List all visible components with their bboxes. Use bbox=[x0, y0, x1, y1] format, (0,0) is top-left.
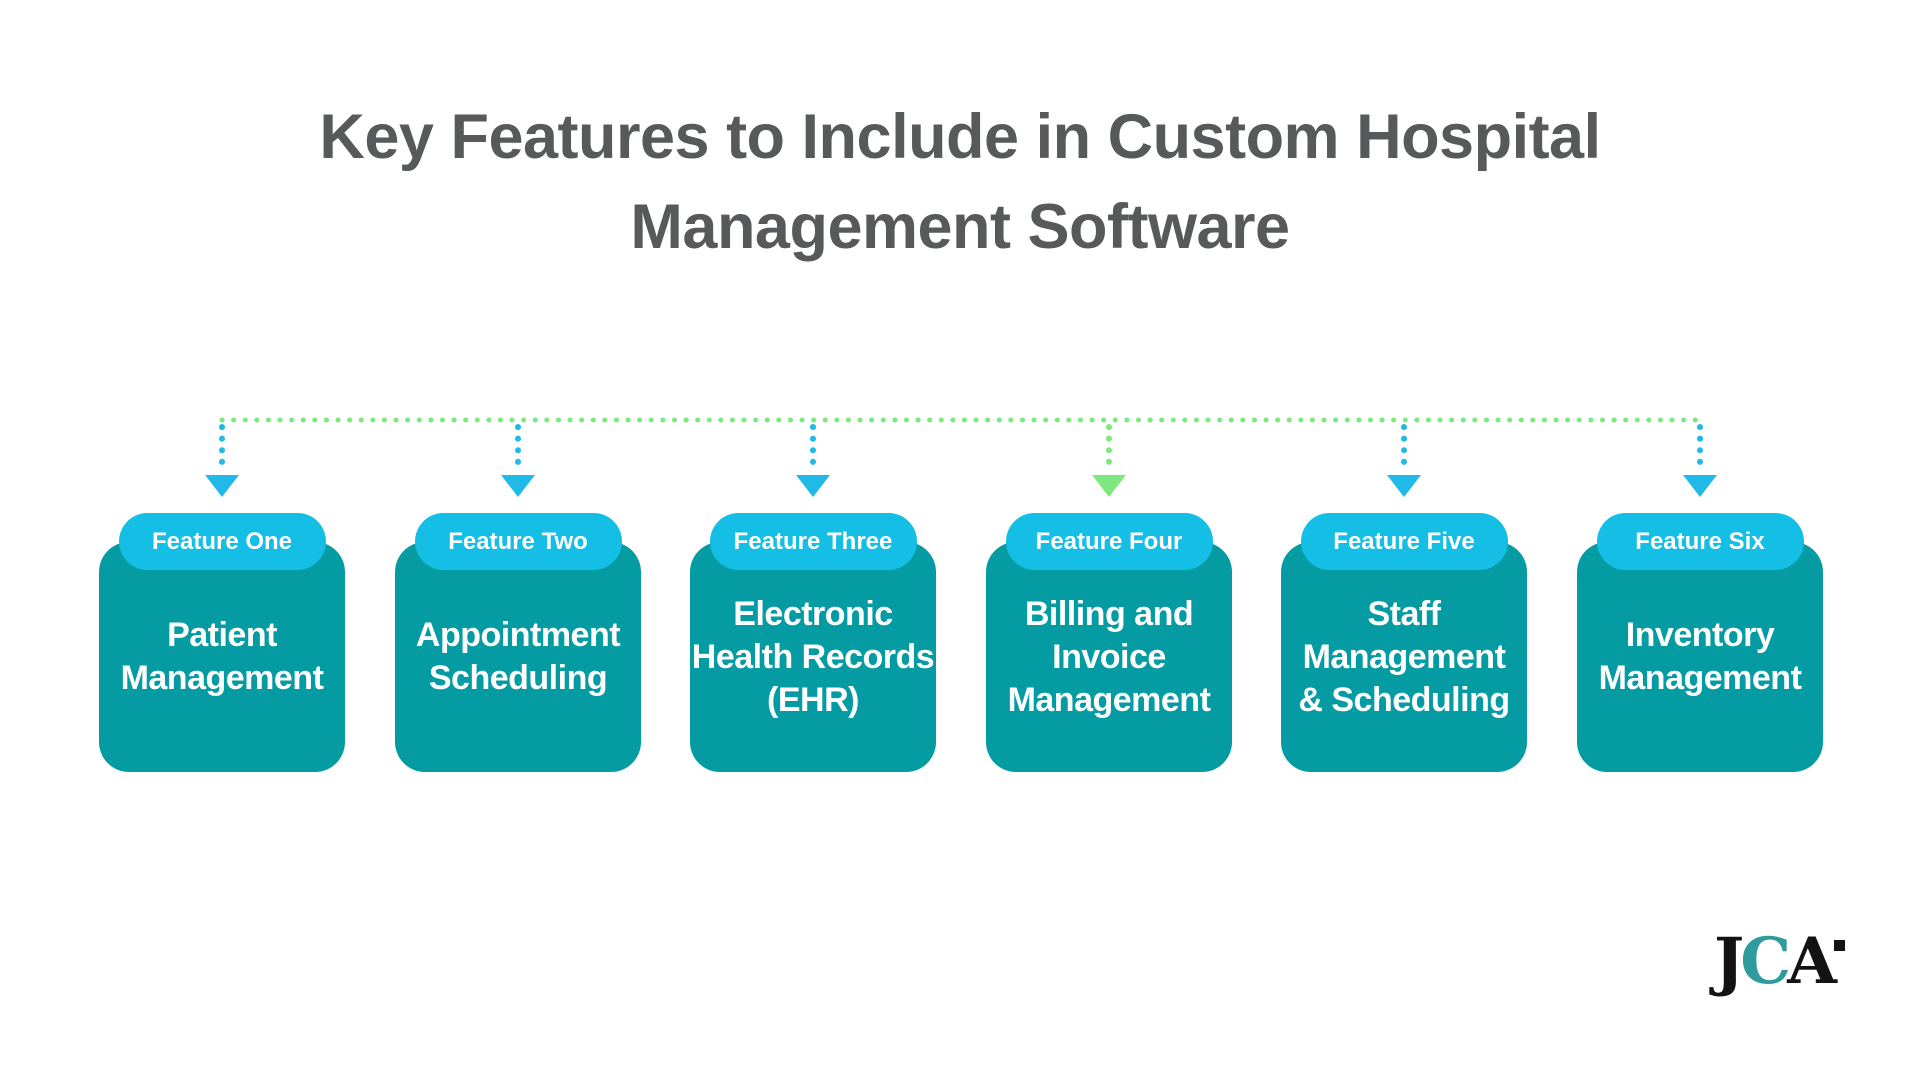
arrowhead-icon-4 bbox=[1092, 475, 1126, 497]
feature-title-6: Inventory Management bbox=[1598, 616, 1802, 697]
feature-badge-1: Feature One bbox=[118, 513, 326, 570]
feature-badge-2: Feature Two bbox=[414, 513, 622, 570]
feature-badge-4: Feature Four bbox=[1005, 513, 1213, 570]
arrowhead-icon-1 bbox=[205, 475, 239, 497]
feature-card-2: Feature Two Appointment Scheduling bbox=[395, 513, 641, 772]
feature-badge-5: Feature Five bbox=[1300, 513, 1508, 570]
feature-card-body-6: Inventory Management bbox=[1577, 542, 1823, 772]
page-title-line-1: Key Features to Include in Custom Hospit… bbox=[319, 102, 1601, 172]
arrowhead-icon-3 bbox=[796, 475, 830, 497]
feature-card-4: Feature Four Billing and Invoice Managem… bbox=[986, 513, 1232, 772]
feature-card-5: Feature Five Staff Management & Scheduli… bbox=[1281, 513, 1527, 772]
feature-title-3: Electronic Health Records (EHR) bbox=[691, 594, 935, 719]
arrowhead-icon-6 bbox=[1683, 475, 1717, 497]
jca-logo-letter-a: A bbox=[1787, 924, 1837, 999]
feature-title-2: Appointment Scheduling bbox=[415, 616, 621, 697]
feature-card-3: Feature Three Electronic Health Records … bbox=[690, 513, 936, 772]
page-title: Key Features to Include in Custom Hospit… bbox=[0, 92, 1920, 272]
feature-badge-6: Feature Six bbox=[1596, 513, 1804, 570]
feature-title-1: Patient Management bbox=[120, 616, 324, 697]
page-title-line-2: Management Software bbox=[630, 192, 1290, 262]
feature-card-body-5: Staff Management & Scheduling bbox=[1281, 542, 1527, 772]
jca-logo-square-dot-icon bbox=[1833, 940, 1845, 951]
jca-logo: JCA bbox=[1714, 930, 1845, 994]
feature-card-body-1: Patient Management bbox=[99, 542, 345, 772]
feature-card-body-3: Electronic Health Records (EHR) bbox=[690, 542, 936, 772]
feature-card-6: Feature Six Inventory Management bbox=[1577, 513, 1823, 772]
jca-logo-letter-j: J bbox=[1714, 924, 1744, 999]
jca-logo-letter-c: C bbox=[1740, 924, 1791, 999]
feature-title-4: Billing and Invoice Management bbox=[1007, 594, 1211, 719]
arrowhead-icon-5 bbox=[1387, 475, 1421, 497]
feature-title-5: Staff Management & Scheduling bbox=[1298, 594, 1510, 719]
arrowhead-icon-2 bbox=[501, 475, 535, 497]
feature-card-body-2: Appointment Scheduling bbox=[395, 542, 641, 772]
feature-card-body-4: Billing and Invoice Management bbox=[986, 542, 1232, 772]
feature-badge-3: Feature Three bbox=[709, 513, 917, 570]
feature-card-1: Feature One Patient Management bbox=[99, 513, 345, 772]
